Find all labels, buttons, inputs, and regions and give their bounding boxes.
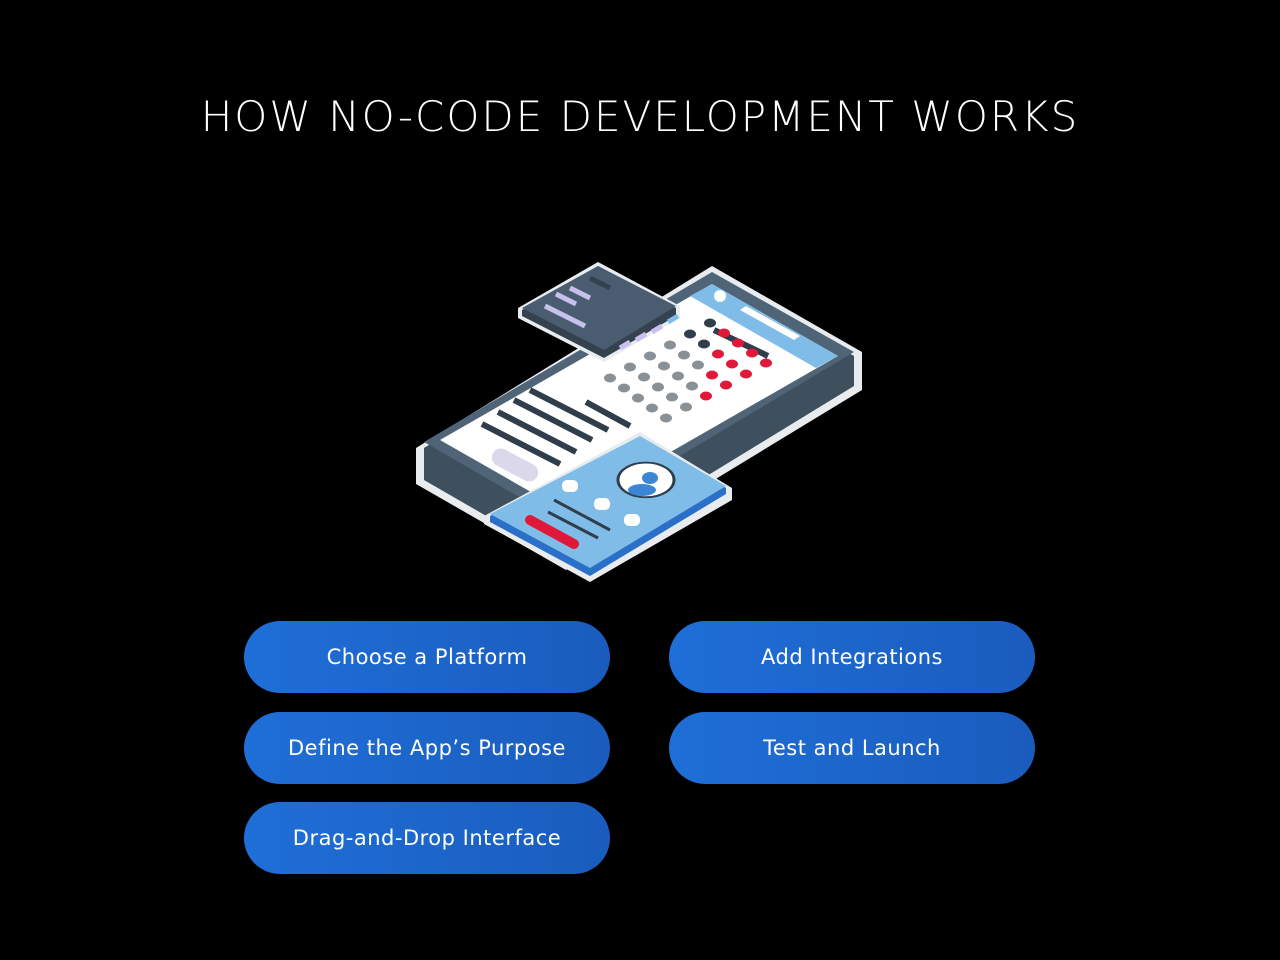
dot-decoration xyxy=(644,351,656,361)
dot-decoration xyxy=(692,360,704,370)
dot-decoration xyxy=(660,413,672,423)
dot-decoration xyxy=(664,340,676,350)
dot-decoration xyxy=(700,391,712,401)
dot-decoration xyxy=(672,371,684,381)
dot-decoration xyxy=(706,370,718,380)
dot-decoration xyxy=(624,362,636,372)
step-add-integrations[interactable]: Add Integrations xyxy=(669,621,1035,693)
dot-decoration xyxy=(684,329,696,339)
dot-decoration xyxy=(652,382,664,392)
dot-decoration xyxy=(604,373,616,383)
dot-decoration xyxy=(666,392,678,402)
step-define-purpose[interactable]: Define the App’s Purpose xyxy=(244,712,610,784)
dot-decoration xyxy=(680,402,692,412)
dot-decoration xyxy=(678,350,690,360)
page-title: HOW NO-CODE DEVELOPMENT WORKS xyxy=(200,92,1080,141)
dot-decoration xyxy=(686,381,698,391)
dot-decoration xyxy=(646,403,658,413)
dot-decoration xyxy=(718,328,730,338)
dot-decoration xyxy=(760,358,772,368)
dot-decoration xyxy=(712,349,724,359)
phone-app-builder-icon xyxy=(416,262,862,582)
dot-decoration xyxy=(740,369,752,379)
dot-decoration xyxy=(618,383,630,393)
dot-decoration xyxy=(632,393,644,403)
step-test-launch[interactable]: Test and Launch xyxy=(669,712,1035,784)
step-drag-and-drop[interactable]: Drag-and-Drop Interface xyxy=(244,802,610,874)
dot-decoration xyxy=(638,372,650,382)
dot-decoration xyxy=(698,339,710,349)
dot-decoration xyxy=(726,359,738,369)
step-choose-platform[interactable]: Choose a Platform xyxy=(244,621,610,693)
dot-decoration xyxy=(732,338,744,348)
dot-decoration xyxy=(704,318,716,328)
dot-decoration xyxy=(746,348,758,358)
dot-decoration xyxy=(720,380,732,390)
dot-decoration xyxy=(658,361,670,371)
